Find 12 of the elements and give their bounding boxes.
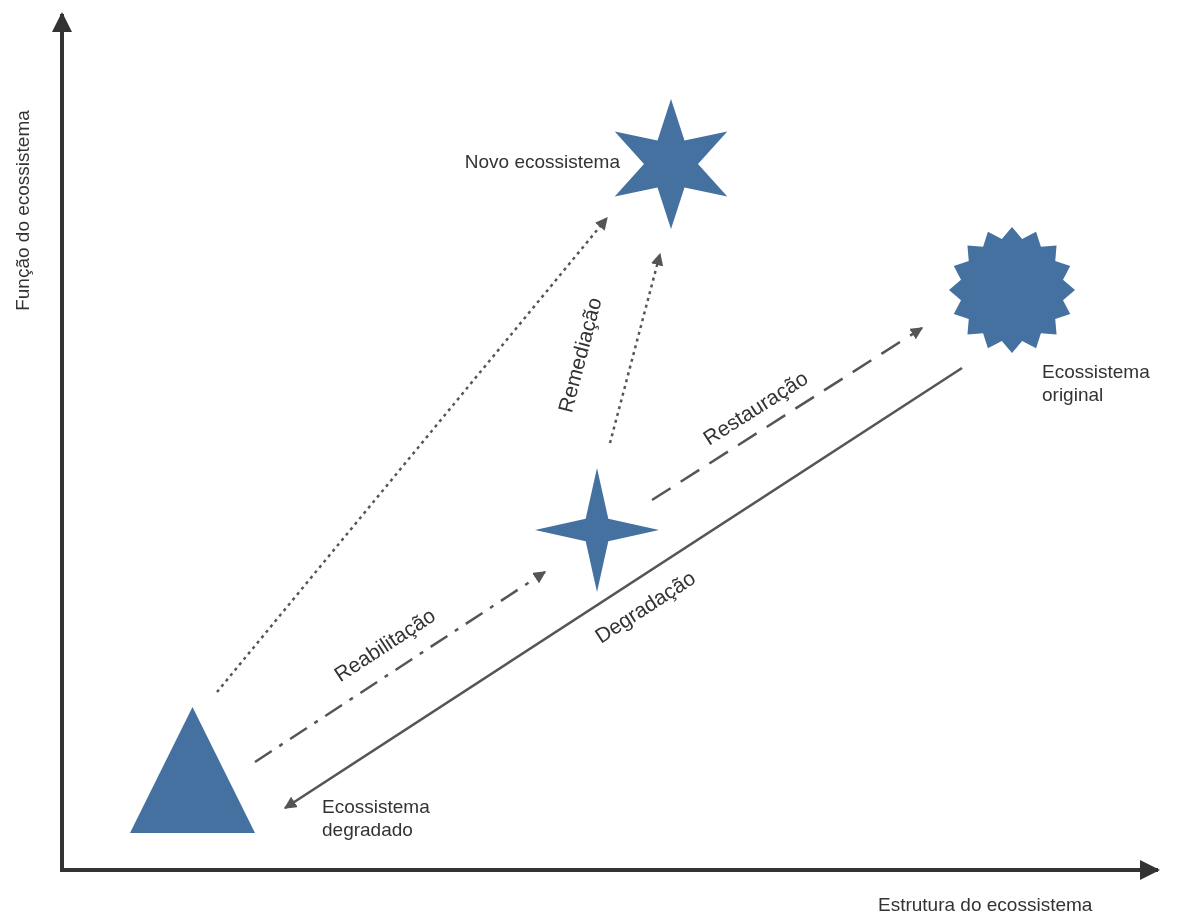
arrow xyxy=(283,366,963,810)
shape-caption: Ecossistema original xyxy=(1042,360,1151,406)
starburst-shape xyxy=(949,227,1075,353)
arrow xyxy=(216,217,608,693)
shape-caption: Novo ecossistema xyxy=(463,150,620,173)
triangle-shape xyxy=(130,707,255,833)
axis-title: Função do ecossistema xyxy=(10,109,34,311)
arrow xyxy=(254,570,547,764)
arrow xyxy=(651,326,924,502)
axis-title: Estrutura do ecossistema xyxy=(878,892,1093,914)
arrow xyxy=(608,252,664,444)
shape-caption: Ecossistema degradado xyxy=(322,795,431,841)
